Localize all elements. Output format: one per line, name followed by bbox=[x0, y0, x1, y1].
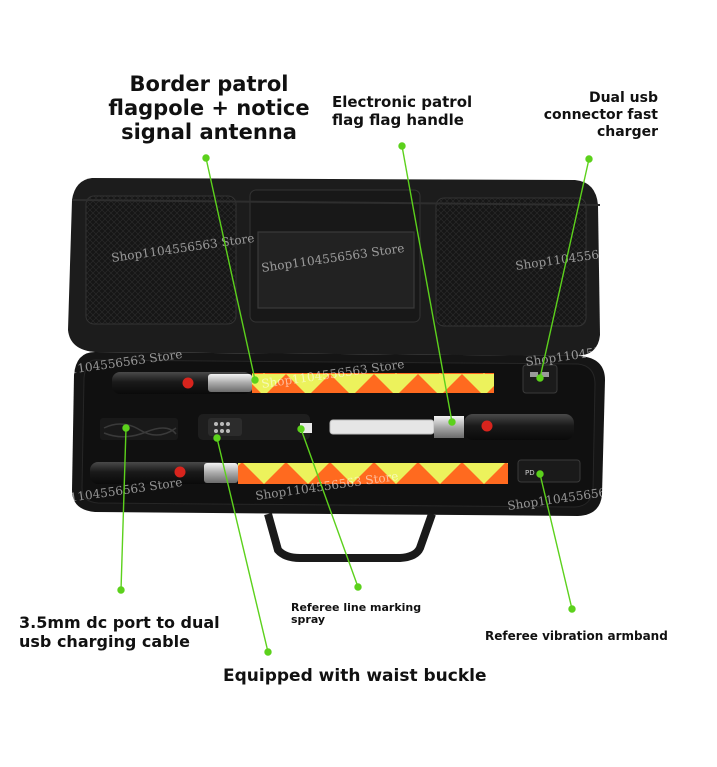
vibration-armband bbox=[517, 459, 581, 483]
pointer-vibration-armband bbox=[539, 473, 573, 610]
callout-dual-usb-charger: Dual usb connector fast charger bbox=[543, 90, 658, 140]
lid-mesh-pocket-left bbox=[85, 195, 237, 325]
callout-vibration-armband: Referee vibration armband bbox=[485, 629, 668, 643]
pointer-usb-charger bbox=[539, 158, 590, 379]
pointer-dc-cable bbox=[120, 427, 127, 591]
pointer-electronic-handle bbox=[401, 145, 453, 423]
pointer-line-spray bbox=[300, 428, 359, 588]
svg-text:PD: PD bbox=[525, 469, 535, 477]
top-patrol-flag bbox=[252, 373, 494, 393]
callout-border-patrol-flagpole: Border patrol flagpole + notice signal a… bbox=[108, 72, 310, 144]
pointer-border-patrol bbox=[205, 157, 256, 381]
callout-electronic-flag-handle: Electronic patrol flag flag handle bbox=[332, 93, 473, 129]
bottom-patrol-flag bbox=[238, 463, 508, 484]
pointer-waist-buckle bbox=[216, 437, 269, 653]
electronic-flag-handle-grip bbox=[464, 414, 574, 440]
callout-waist-buckle: Equipped with waist buckle bbox=[223, 666, 487, 686]
callout-pointers bbox=[117, 142, 593, 656]
carry-handle bbox=[264, 512, 436, 562]
electronic-flag-handle-shaft bbox=[329, 419, 435, 435]
callout-line-marking-spray: Referee line marking spray bbox=[291, 601, 422, 626]
lid-clear-window bbox=[257, 231, 415, 309]
lid-mesh-pocket-right bbox=[435, 197, 587, 327]
callout-dc-charging-cable: 3.5mm dc port to dual usb charging cable bbox=[19, 613, 220, 651]
